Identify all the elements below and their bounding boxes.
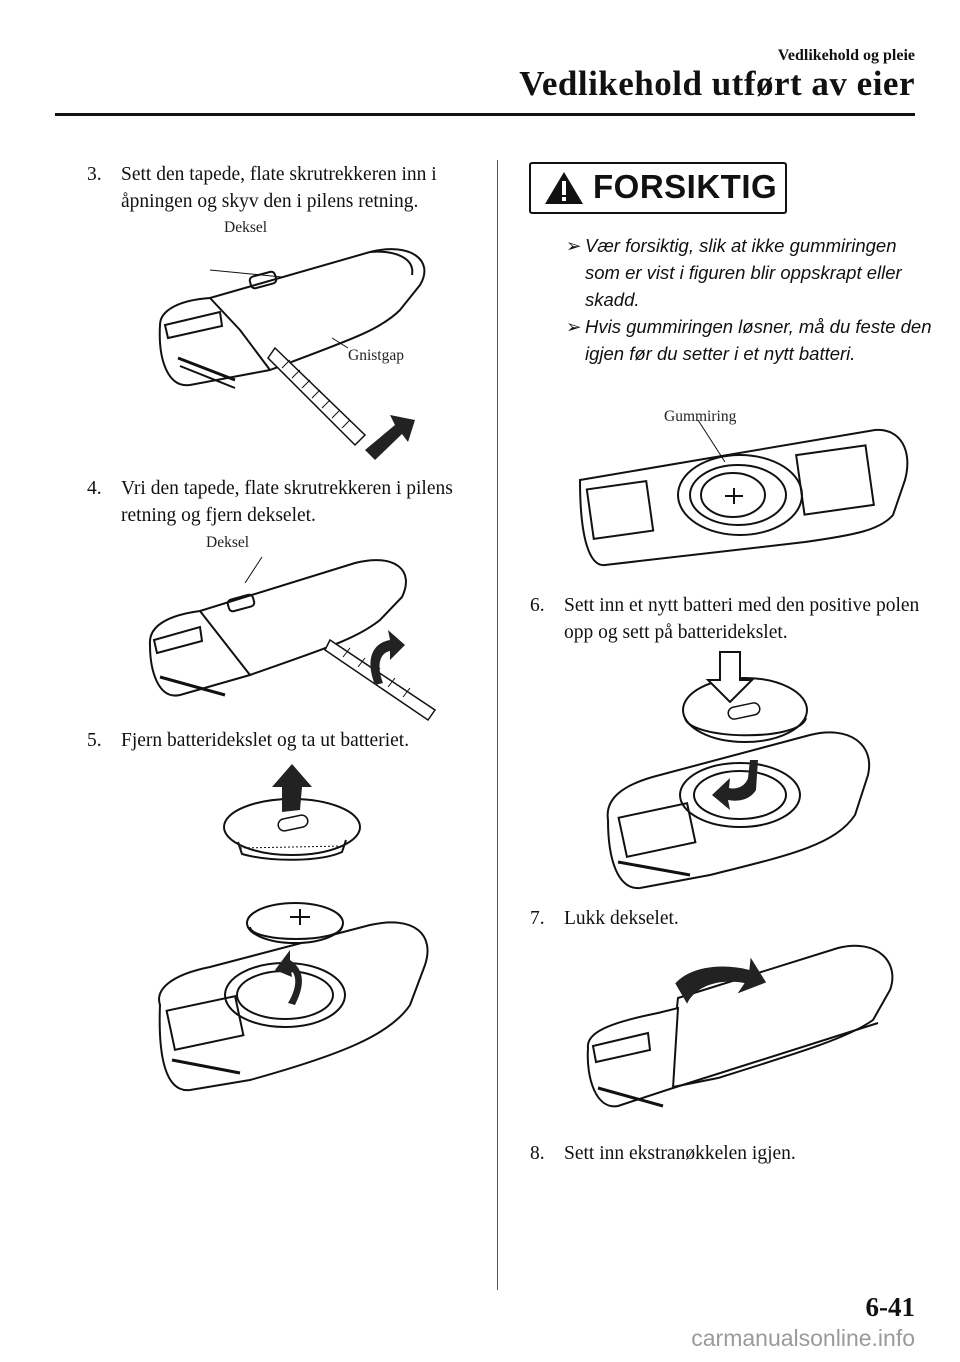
step-7-text: Lukk dekselet. [564, 908, 679, 929]
step-6-number: 6. [530, 595, 545, 616]
close-arrow-icon [675, 957, 767, 1004]
push-arrow-icon [365, 415, 415, 460]
battery-cover-illustration [223, 764, 361, 861]
key-fob-twist-illustration [148, 556, 437, 722]
cover-label-2: Deksel [206, 534, 250, 551]
step-4-number: 4. [87, 478, 102, 499]
bullet-arrow-icon: ➢ [566, 235, 582, 256]
battery-insert-illustration [606, 651, 871, 890]
caution-item-2-text: Hvis gummiringen løsner, må du feste den… [585, 316, 932, 364]
insert-arrow-icon [712, 760, 758, 810]
step-3-text: Sett den tapede, flate skrutrekkeren inn… [121, 164, 437, 212]
step-8-text: Sett inn ekstranøkkelen igjen. [564, 1143, 796, 1164]
step-4-text: Vri den tapede, flate skrutrekkeren i pi… [121, 478, 453, 526]
bullet-arrow-icon: ➢ [566, 316, 582, 337]
remove-arrow-icon [275, 950, 302, 1005]
page-title: Vedlikehold utført av eier [519, 64, 915, 103]
caution-box: FORSIKTIG [529, 162, 787, 214]
rubber-ring-illustration [578, 419, 909, 567]
close-cover-illustration [586, 944, 894, 1108]
step-6-text: Sett inn et nytt batteri med den positiv… [564, 595, 920, 643]
section-heading: Vedlikehold og pleie [777, 47, 915, 64]
twist-arrow-icon [370, 630, 405, 685]
page-number: 6-41 [865, 1292, 916, 1322]
key-fob-screwdriver-illustration [158, 248, 426, 460]
step-8-number: 8. [530, 1143, 545, 1164]
caution-title: FORSIKTIG [593, 168, 778, 205]
step-6: 6. Sett inn et nytt batteri med den posi… [530, 592, 940, 646]
step-5-text: Fjern batteridekslet og ta ut batteriet. [121, 730, 410, 751]
caution-item-1-text: Vær forsiktig, slik at ikke gummiringen … [585, 235, 902, 310]
step-7-number: 7. [530, 908, 545, 929]
watermark: carmanualsonline.info [691, 1325, 915, 1351]
step-8: 8. Sett inn ekstranøkkelen igjen. [530, 1140, 940, 1167]
step-3: 3. Sett den tapede, flate skrutrekkeren … [87, 161, 487, 215]
step-5-number: 5. [87, 730, 102, 751]
lift-arrow-icon [272, 764, 312, 812]
header-rule [55, 113, 915, 116]
caution-item-1: ➢ Vær forsiktig, slik at ikke gummiringe… [566, 232, 936, 313]
column-divider [497, 160, 498, 1290]
warning-triangle-icon [545, 172, 583, 204]
step-3-number: 3. [87, 164, 102, 185]
cover-label: Deksel [224, 219, 268, 236]
down-arrow-icon [705, 651, 755, 704]
gummiring-label: Gummiring [664, 408, 737, 425]
step-7: 7. Lukk dekselet. [530, 905, 940, 932]
gap-label: Gnistgap [348, 347, 404, 364]
fob-battery-removal-illustration [158, 902, 429, 1092]
step-5: 5. Fjern batteridekslet og ta ut batteri… [87, 727, 487, 754]
caution-item-2: ➢ Hvis gummiringen løsner, må du feste d… [566, 313, 936, 367]
step-4: 4. Vri den tapede, flate skrutrekkeren i… [87, 475, 487, 529]
